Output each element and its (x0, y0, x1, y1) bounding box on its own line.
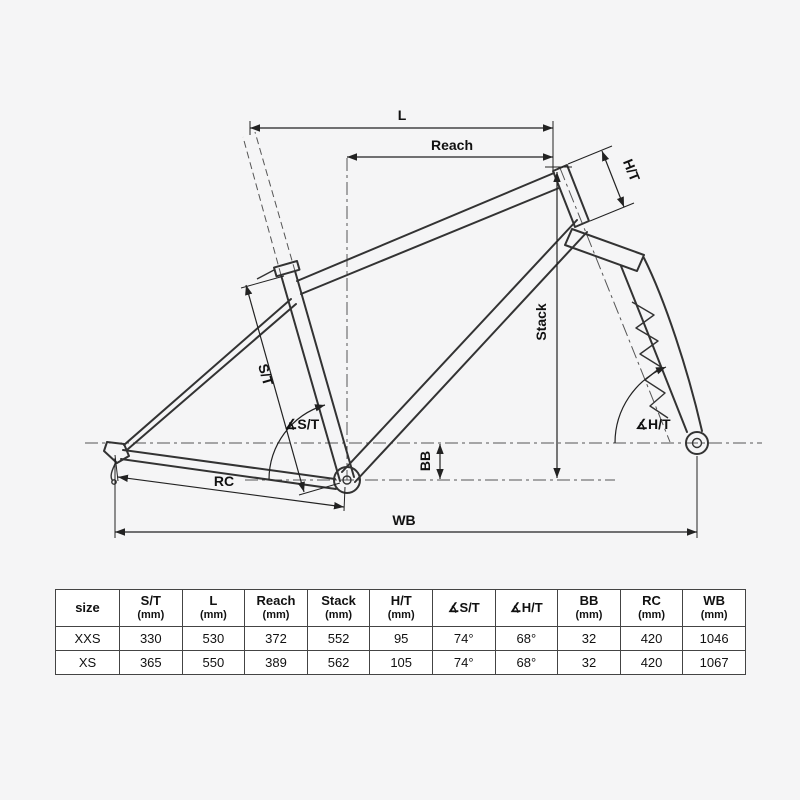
header-label: Stack (321, 593, 356, 609)
seat-tube-extension-left (242, 136, 282, 276)
cell: 32 (557, 650, 621, 675)
col-header-ht: H/T(mm) (369, 589, 433, 627)
derailleur-pulley (111, 479, 117, 485)
header-label: L (209, 593, 218, 609)
col-header-wb: WB(mm) (682, 589, 746, 627)
dim-wb-label: WB (392, 512, 415, 528)
cell: 420 (619, 650, 684, 675)
seat-tube-extension-right (254, 131, 296, 272)
header-unit: (mm) (387, 609, 415, 622)
cell: 1067 (682, 650, 746, 675)
cell: 330 (119, 626, 183, 651)
down-tube (341, 219, 588, 483)
col-header-rc: RC(mm) (619, 589, 684, 627)
col-header-l: L(mm) (181, 589, 246, 627)
seat-clamp-lever (256, 269, 275, 280)
header-label: ∡S/T (447, 599, 480, 615)
cell: 74° (431, 626, 496, 651)
dim-ht-ext-top (567, 145, 613, 165)
header-unit: (mm) (262, 609, 290, 622)
cell: 562 (306, 650, 371, 675)
cell: 372 (244, 626, 308, 651)
front-axle-hole (691, 437, 703, 449)
col-header-bb: BB(mm) (557, 589, 621, 627)
angle-ht-label: ∡H/T (635, 416, 671, 432)
geometry-diagram: L Reach H/T Stack S/T ∡S/T BB (85, 107, 762, 538)
header-unit: (mm) (199, 609, 227, 622)
reference-lines (85, 131, 762, 481)
cell: 1046 (682, 626, 746, 651)
dim-st-ext-top (240, 275, 285, 289)
cell: 365 (119, 650, 183, 675)
fork-legs (620, 257, 703, 433)
top-tube (296, 172, 560, 295)
col-header-stack: Stack(mm) (306, 589, 371, 627)
dim-rc-label: RC (214, 473, 234, 489)
dimensions: L Reach H/T Stack S/T ∡S/T BB (114, 107, 698, 538)
col-header-st: S/T(mm) (119, 589, 183, 627)
cell: XS (55, 650, 120, 675)
header-label: ∡H/T (510, 599, 543, 615)
rear-dropout (103, 441, 130, 464)
cell: XXS (55, 626, 120, 651)
dim-ht-label: H/T (620, 157, 643, 184)
header-label: BB (579, 593, 599, 609)
cell: 389 (244, 650, 308, 675)
cell: 420 (619, 626, 684, 651)
cell: 68° (494, 626, 559, 651)
fork-crown (564, 228, 645, 272)
col-header-angle-st: ∡S/T (431, 589, 496, 627)
cell: 32 (557, 626, 621, 651)
header-label: size (75, 599, 100, 615)
header-unit: (mm) (700, 609, 728, 622)
header-label: RC (642, 593, 661, 609)
header-label: H/T (390, 593, 412, 609)
cell: 105 (369, 650, 433, 675)
cell: 68° (494, 650, 559, 675)
dim-rc-line (117, 474, 345, 510)
cell: 95 (369, 626, 433, 651)
dim-st-line (245, 284, 305, 493)
front-axle (685, 431, 709, 455)
col-header-size: size (55, 589, 120, 627)
fork-spring-zigzag (631, 301, 669, 419)
cell: 550 (181, 650, 246, 675)
cell: 74° (431, 650, 496, 675)
dim-rc-ext-right (343, 486, 346, 512)
angle-st-label: ∡S/T (285, 416, 320, 432)
header-row: size S/T(mm) L(mm) Reach(mm) Stack(mm) H… (55, 589, 746, 627)
bike-frame (103, 164, 709, 494)
col-header-reach: Reach(mm) (244, 589, 308, 627)
size-row-xs: XS 365 550 389 562 105 74° 68° 32 420 10… (55, 650, 746, 675)
geometry-table: size S/T(mm) L(mm) Reach(mm) Stack(mm) H… (55, 589, 746, 675)
header-label: S/T (140, 593, 161, 609)
cell: 552 (306, 626, 371, 651)
header-label: Reach (256, 593, 296, 609)
size-row-xxs: XXS 330 530 372 552 95 74° 68° 32 420 10… (55, 626, 746, 651)
dim-st-label: S/T (255, 362, 277, 388)
header-unit: (mm) (638, 609, 665, 622)
seat-collar (273, 260, 301, 278)
dim-reach-label: Reach (431, 137, 473, 153)
dim-stack-label: Stack (533, 303, 549, 341)
header-unit: (mm) (575, 609, 603, 622)
cell: 530 (181, 626, 246, 651)
dim-ht-line (601, 150, 625, 208)
angle-st-arc (268, 404, 326, 481)
header-unit: (mm) (325, 609, 353, 622)
col-header-angle-ht: ∡H/T (494, 589, 559, 627)
dim-l-label: L (398, 107, 407, 123)
angle-ht-arc (614, 366, 667, 444)
dim-bb-label: BB (417, 451, 433, 471)
header-label: WB (703, 593, 725, 609)
steering-axis-line (559, 167, 671, 443)
dim-ht-ext-bottom (589, 202, 635, 222)
header-unit: (mm) (137, 609, 165, 622)
